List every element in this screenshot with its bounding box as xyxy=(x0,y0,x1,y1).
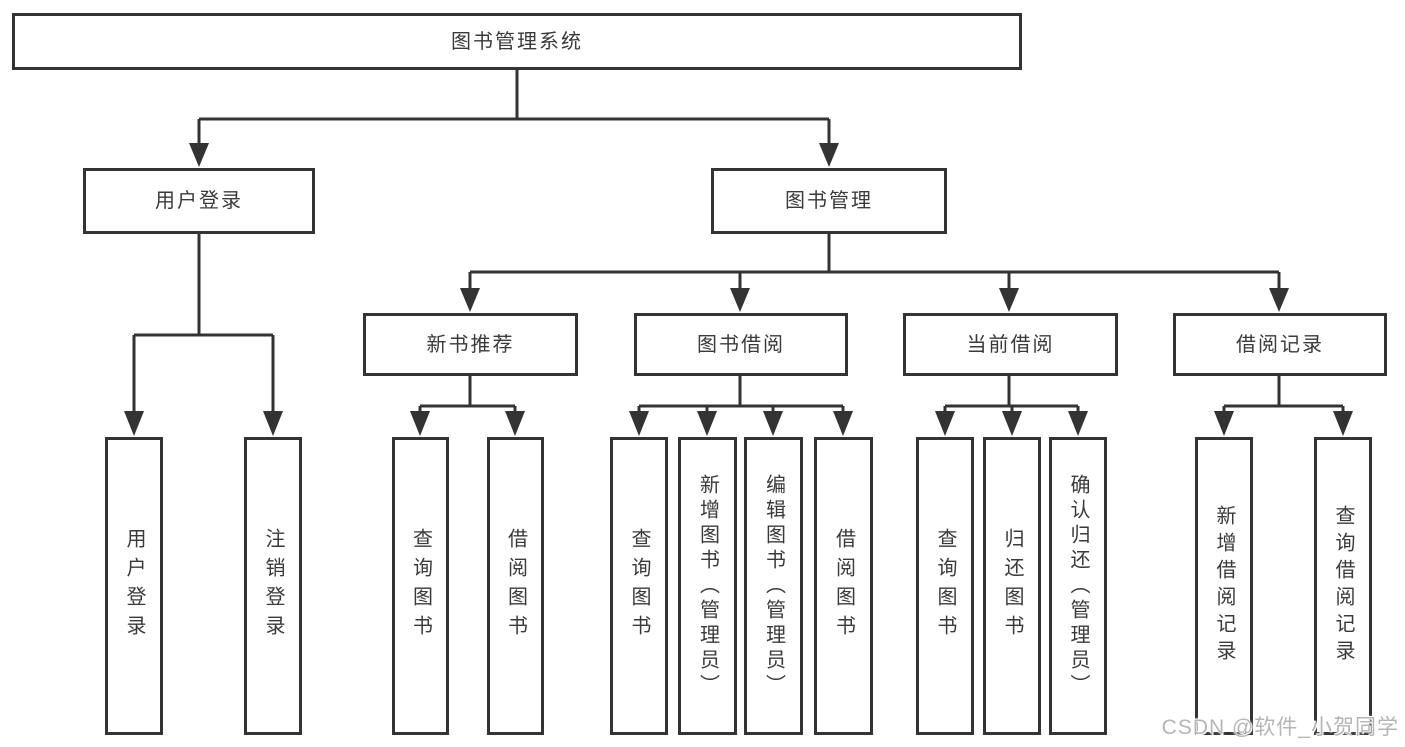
node-library-management-system: 图书管理系统 xyxy=(12,13,1022,70)
arrow-to-leaf-user-login xyxy=(124,411,144,436)
leaf-label: 用户登录 xyxy=(123,528,145,644)
arrow-to-leaf-query-books-b xyxy=(629,411,649,436)
arrow-to-leaf-query-borrow-record xyxy=(1333,411,1353,436)
node-leaf-borrow-books-b: 借阅图书 xyxy=(814,437,873,735)
node-leaf-edit-book-admin: 编辑图书（管理员） xyxy=(744,437,803,735)
arrow-to-borrow-records xyxy=(1269,288,1289,312)
arrow-to-leaf-borrow-books-b xyxy=(833,411,853,436)
connector-root-to-level2 xyxy=(197,70,831,144)
node-leaf-return-book: 归还图书 xyxy=(983,437,1041,735)
leaf-label: 新增图书（管理员） xyxy=(696,473,719,699)
node-new-book-recommend: 新书推荐 xyxy=(363,313,578,376)
arrow-to-leaf-return-book xyxy=(1002,411,1022,436)
connector-new-book-fan xyxy=(418,376,517,412)
arrow-to-user-login xyxy=(189,143,209,167)
connector-book-management-to-level3 xyxy=(468,234,1281,289)
node-borrow-records: 借阅记录 xyxy=(1173,313,1387,376)
leaf-label: 查询图书 xyxy=(409,528,432,644)
leaf-label: 归还图书 xyxy=(1001,528,1023,644)
csdn-watermark: CSDN @软件_小贺同学 xyxy=(1161,716,1399,739)
node-book-borrow: 图书借阅 xyxy=(634,313,848,376)
arrow-to-leaf-logout xyxy=(263,411,283,436)
arrow-to-leaf-confirm-return xyxy=(1068,411,1088,436)
connector-user-login-to-leaves xyxy=(132,233,275,412)
node-leaf-confirm-return-admin: 确认归还（管理员） xyxy=(1049,437,1107,735)
arrow-to-book-management xyxy=(819,143,839,167)
leaf-label: 查询借阅记录 xyxy=(1332,505,1354,667)
leaf-label: 借阅图书 xyxy=(832,528,855,644)
arrow-to-leaf-query-books-c xyxy=(935,411,955,436)
node-current-borrow: 当前借阅 xyxy=(903,313,1118,376)
node-leaf-add-borrow-record: 新增借阅记录 xyxy=(1195,437,1253,735)
arrow-to-leaf-add-book xyxy=(697,411,717,436)
connector-book-borrow-fan xyxy=(637,376,845,412)
node-leaf-borrow-books-a: 借阅图书 xyxy=(487,437,544,735)
node-leaf-query-books-b: 查询图书 xyxy=(610,437,668,735)
node-leaf-logout: 注销登录 xyxy=(244,437,302,735)
connector-current-borrow-fan xyxy=(943,376,1080,412)
node-book-management: 图书管理 xyxy=(711,168,947,234)
arrow-to-leaf-edit-book xyxy=(763,411,783,436)
arrow-to-leaf-add-borrow-record xyxy=(1214,411,1234,436)
arrow-to-book-borrow xyxy=(730,288,750,312)
leaf-label: 编辑图书（管理员） xyxy=(762,473,785,699)
node-leaf-add-book-admin: 新增图书（管理员） xyxy=(678,437,737,735)
connector-borrow-records-fan xyxy=(1222,376,1345,412)
leaf-label: 借阅图书 xyxy=(504,528,527,644)
leaf-label: 查询图书 xyxy=(628,528,650,644)
node-leaf-user-login: 用户登录 xyxy=(105,437,163,735)
leaf-label: 确认归还（管理员） xyxy=(1067,473,1089,699)
leaf-label: 新增借阅记录 xyxy=(1213,505,1235,667)
node-user-login: 用户登录 xyxy=(83,168,315,234)
arrow-to-new-book-recommend xyxy=(460,288,480,312)
leaf-label: 注销登录 xyxy=(262,528,284,644)
node-leaf-query-borrow-record: 查询借阅记录 xyxy=(1314,437,1372,735)
arrow-to-leaf-query-books-a xyxy=(410,411,430,436)
leaf-label: 查询图书 xyxy=(934,528,956,644)
arrow-to-leaf-borrow-books-a xyxy=(505,411,525,436)
arrow-to-current-borrow xyxy=(999,288,1019,312)
node-leaf-query-books-c: 查询图书 xyxy=(916,437,974,735)
node-leaf-query-books-a: 查询图书 xyxy=(392,437,449,735)
